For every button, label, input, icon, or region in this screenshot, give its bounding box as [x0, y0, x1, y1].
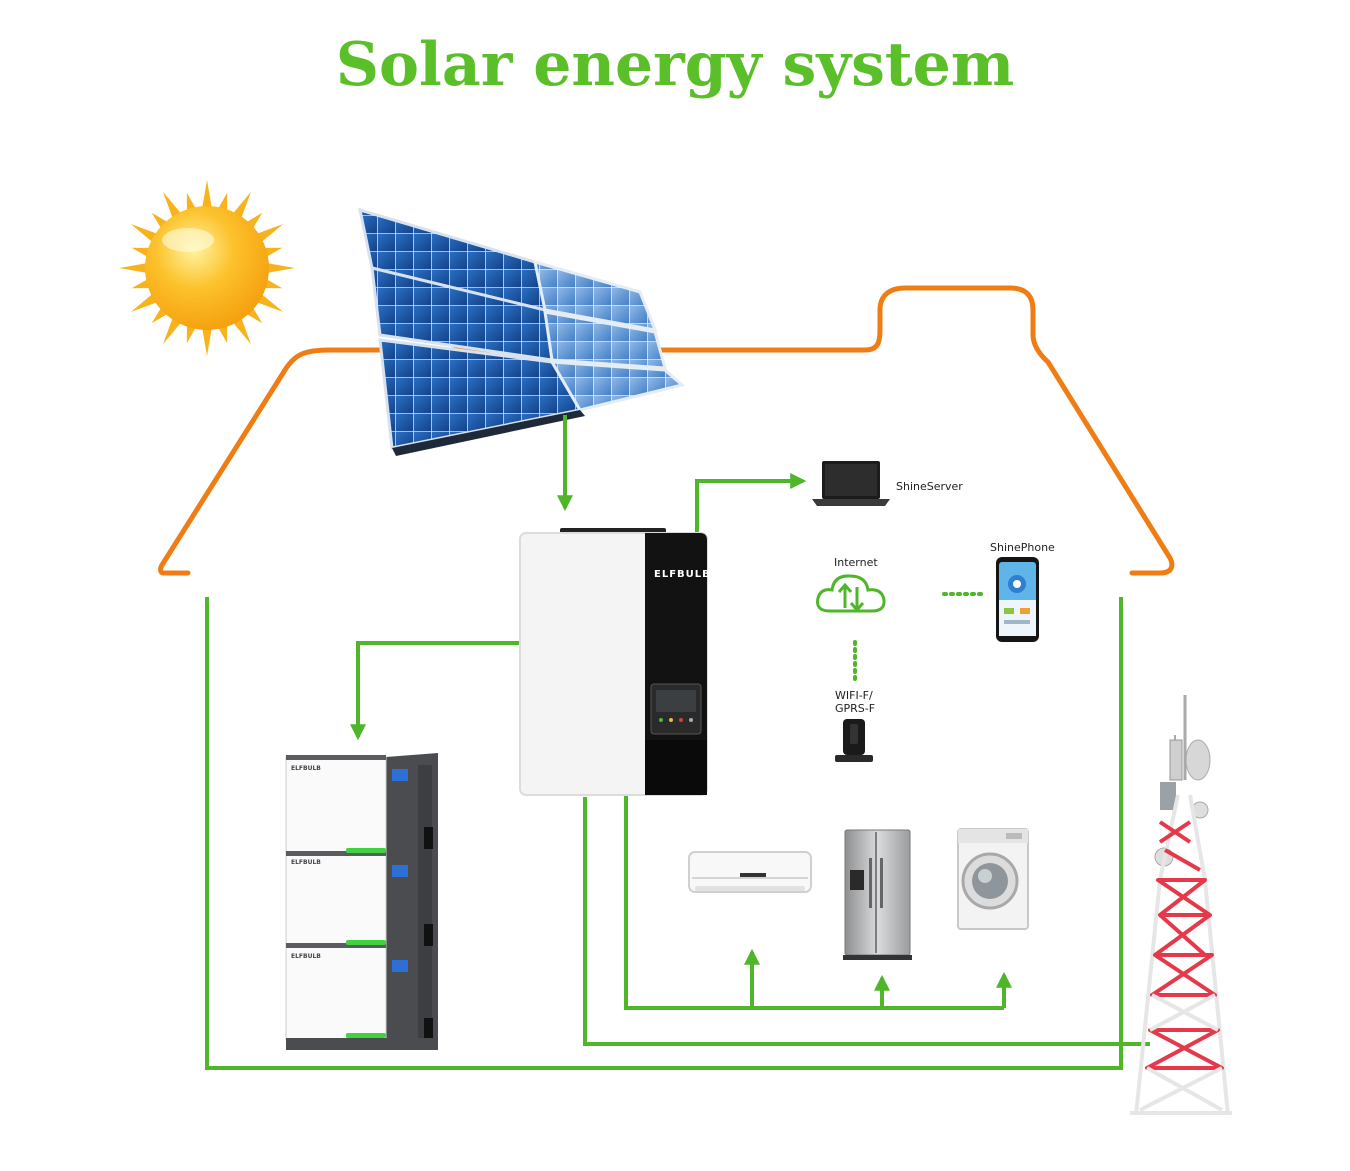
flow-line-outer-loop: [205, 597, 1123, 1070]
flow-line-inverter-to-grid: [583, 797, 1150, 1046]
shine-phone-label: ShinePhone: [990, 541, 1055, 554]
cloud-icon: [816, 574, 886, 613]
flow-line-inverter-to-server: [695, 473, 807, 533]
wifi-label-line1: WIFI-F/: [835, 689, 873, 702]
washing-machine-icon: [957, 828, 1029, 930]
battery-stack-icon: ELFBULB ELFBULB ELFBULB: [285, 753, 438, 1050]
battery-brand-logo-3: ELFBULB: [291, 953, 321, 960]
wifi-dongle-icon: [835, 719, 873, 762]
internet-label: Internet: [834, 556, 878, 569]
inverter-brand-logo: ELFBULB: [654, 569, 711, 580]
flow-line-inverter-to-loads: [624, 793, 1004, 1010]
page-title: Solar energy system: [335, 30, 1015, 100]
smartphone-icon: [996, 557, 1039, 642]
refrigerator-icon: [843, 829, 912, 960]
transmission-tower-icon: [1130, 695, 1232, 1116]
flow-line-inverter-to-battery: [350, 641, 520, 741]
wifi-label-line2: GPRS-F: [835, 702, 875, 715]
sun-rays: [119, 180, 295, 356]
house-outline: [158, 285, 1175, 576]
battery-brand-logo-1: ELFBULB: [291, 765, 321, 772]
shine-server-label: ShineServer: [896, 480, 963, 493]
battery-brand-logo-2: ELFBULB: [291, 859, 321, 866]
laptop-icon: [812, 461, 890, 506]
inverter-icon: ELFBULB: [519, 528, 711, 796]
air-conditioner-icon: [688, 851, 812, 893]
sun-icon: [119, 180, 295, 356]
solar-panel-icon: [358, 207, 686, 456]
